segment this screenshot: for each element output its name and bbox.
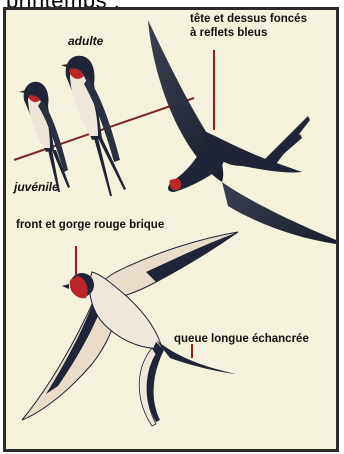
label-tete-dessus: tête et dessus foncés <box>190 12 307 26</box>
label-front-gorge: front et gorge rouge brique <box>16 218 164 232</box>
label-queue: queue longue échancrée <box>174 332 309 346</box>
illustration-plate: adulte juvénile tête et dessus foncés à … <box>3 7 339 452</box>
label-juvenile: juvénile <box>14 180 59 194</box>
juvenile-swallow <box>19 82 70 192</box>
label-adulte: adulte <box>68 34 103 48</box>
flying-swallow-ventral <box>22 232 238 426</box>
adult-perched-swallow <box>61 56 126 196</box>
flying-swallow-dorsal <box>148 20 336 244</box>
label-reflets-bleus: à reflets bleus <box>190 26 267 40</box>
